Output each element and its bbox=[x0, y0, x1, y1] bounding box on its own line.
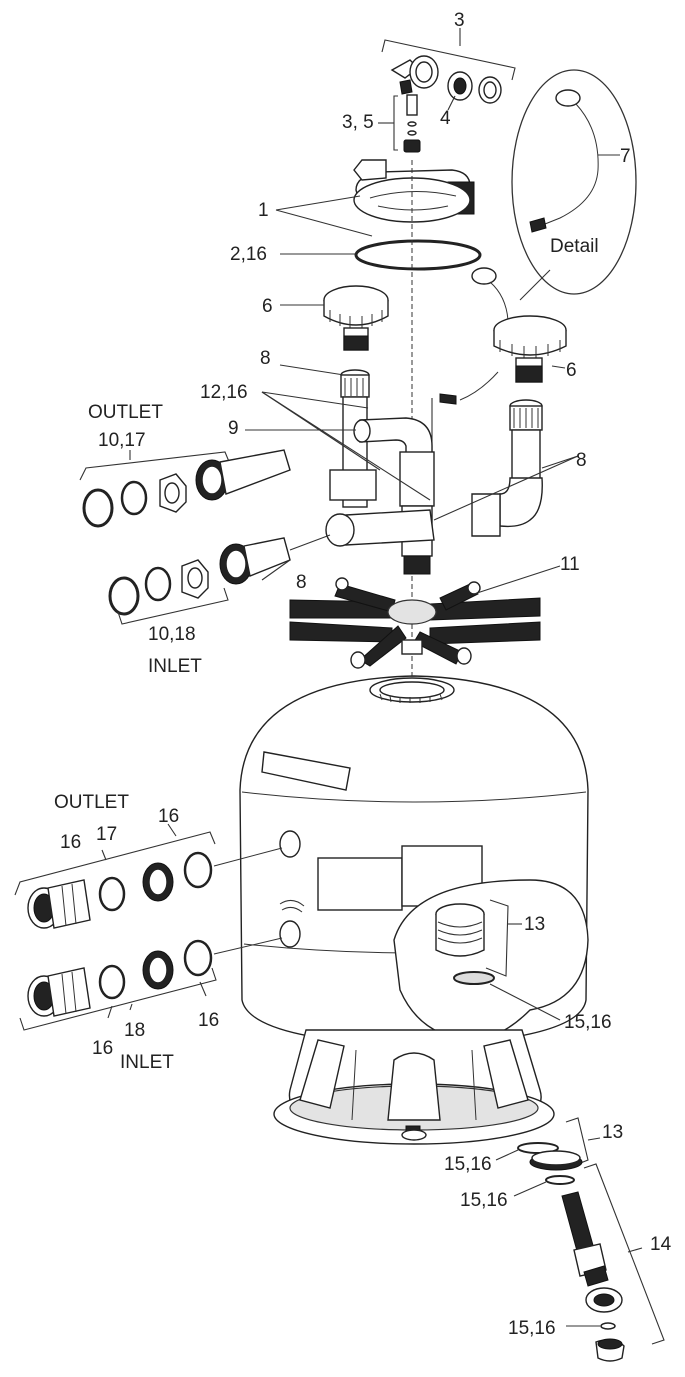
label-15-16-zoom: 15,16 bbox=[564, 1012, 612, 1033]
label-detail: Detail bbox=[550, 236, 599, 257]
tank-base bbox=[273, 1029, 555, 1145]
label-16-c: 16 bbox=[92, 1038, 113, 1059]
diffuser-part-6-right bbox=[431, 267, 567, 460]
label-6-right: 6 bbox=[566, 360, 577, 381]
drain-assembly-parts-13-14 bbox=[495, 1117, 665, 1362]
label-4: 4 bbox=[440, 108, 451, 129]
valve-stem-part-5 bbox=[378, 94, 421, 153]
outlet-fittings-side bbox=[14, 823, 283, 929]
manifold-tee bbox=[325, 469, 435, 547]
label-11: 11 bbox=[560, 554, 580, 575]
pipe-part-8-right bbox=[433, 399, 579, 537]
label-17: 17 bbox=[96, 824, 117, 845]
label-7: 7 bbox=[620, 146, 631, 167]
label-outlet-side: OUTLET bbox=[54, 792, 129, 813]
label-6-left: 6 bbox=[262, 296, 273, 317]
outlet-fittings-top bbox=[79, 449, 291, 528]
label-10-18: 10,18 bbox=[148, 624, 196, 645]
label-15-16-c: 15,16 bbox=[460, 1190, 508, 1211]
leader-12-16 bbox=[261, 391, 431, 501]
label-1: 1 bbox=[258, 200, 269, 221]
bracket-3 bbox=[381, 28, 516, 81]
label-12-16: 12,16 bbox=[200, 382, 248, 403]
label-2-16: 2,16 bbox=[230, 244, 267, 265]
label-15-16-d: 15,16 bbox=[508, 1318, 556, 1339]
label-10-17: 10,17 bbox=[98, 430, 146, 451]
label-14: 14 bbox=[650, 1234, 672, 1255]
label-13-zoom: 13 bbox=[524, 914, 545, 935]
label-8-top: 8 bbox=[260, 348, 271, 369]
callout-labels: 3 3, 5 4 7 Detail 1 2,16 6 6 8 12,16 OUT… bbox=[54, 10, 672, 1339]
label-15-16-b: 15,16 bbox=[444, 1154, 492, 1175]
label-inlet-top: INLET bbox=[148, 656, 202, 677]
diffuser-part-6-left bbox=[280, 285, 389, 351]
label-18: 18 bbox=[124, 1020, 145, 1041]
inlet-fittings-top bbox=[108, 534, 331, 625]
label-9: 9 bbox=[228, 418, 239, 439]
label-3: 3 bbox=[454, 10, 465, 31]
label-16-a: 16 bbox=[60, 832, 81, 853]
laterals-part-11 bbox=[289, 565, 561, 669]
valve-lid-part-1 bbox=[275, 159, 475, 237]
label-16-d: 16 bbox=[198, 1010, 219, 1031]
label-13-drain: 13 bbox=[602, 1122, 623, 1143]
valve-handle-part-3 bbox=[390, 55, 439, 95]
detail-callout-part-7 bbox=[511, 69, 637, 301]
drain-zoom-bubble bbox=[393, 879, 589, 1041]
label-16-b: 16 bbox=[158, 806, 179, 827]
o-ring-part-2 bbox=[280, 239, 482, 271]
label-8-inlet: 8 bbox=[296, 572, 307, 593]
label-inlet-side: INLET bbox=[120, 1052, 174, 1073]
label-outlet-top: OUTLET bbox=[88, 402, 163, 423]
label-8-right: 8 bbox=[576, 450, 587, 471]
label-3-5: 3, 5 bbox=[342, 112, 374, 133]
gauge-part-4 bbox=[447, 71, 502, 111]
inlet-fittings-side bbox=[19, 937, 283, 1031]
